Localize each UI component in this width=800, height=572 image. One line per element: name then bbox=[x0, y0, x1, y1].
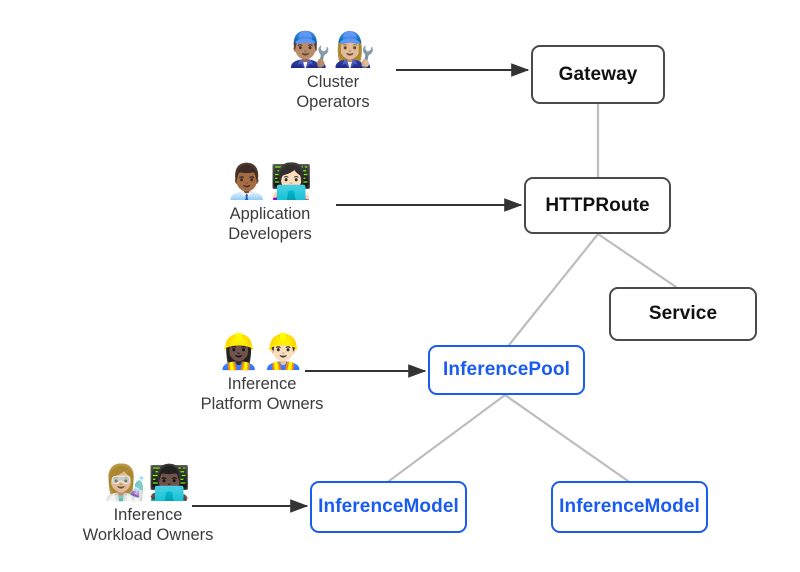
mechanic-pair-emoji: 👨🏽‍🔧👩🏼‍🔧 bbox=[288, 30, 378, 70]
node-label: HTTPRoute bbox=[545, 194, 650, 216]
persona-inference-workload-owners: 👩🏼‍🔬👨🏿‍💻Inference Workload Owners bbox=[62, 463, 234, 545]
node-label: Gateway bbox=[558, 63, 638, 85]
construction-worker-pair-emoji: 👷🏿‍♀️👷🏻‍♂️ bbox=[217, 332, 307, 372]
node-label: Service bbox=[648, 303, 718, 324]
edge-inferencepool-to-inferencemodel-left bbox=[387, 393, 507, 483]
persona-label: Application Developers bbox=[228, 205, 312, 243]
node-inferencemodel-right[interactable]: InferenceModel bbox=[551, 481, 708, 533]
edge-httproute-to-service bbox=[596, 232, 678, 289]
edge-httproute-to-inferencepool bbox=[507, 232, 600, 347]
persona-cluster-operators: 👨🏽‍🔧👩🏼‍🔧Cluster Operators bbox=[259, 30, 407, 112]
edge-inferencepool-to-inferencemodel-right bbox=[503, 393, 630, 483]
node-httproute[interactable]: HTTPRoute bbox=[524, 177, 671, 234]
persona-label: Cluster Operators bbox=[296, 73, 370, 111]
node-label: InferencePool bbox=[443, 359, 570, 380]
node-label: InferenceModel bbox=[318, 496, 459, 517]
persona-inference-platform-owners: 👷🏿‍♀️👷🏻‍♂️Inference Platform Owners bbox=[178, 332, 346, 414]
persona-label: Inference Workload Owners bbox=[82, 506, 214, 544]
node-label: InferenceModel bbox=[559, 496, 700, 517]
node-gateway[interactable]: Gateway bbox=[531, 45, 665, 104]
node-service[interactable]: Service bbox=[609, 287, 757, 341]
node-inferencepool[interactable]: InferencePool bbox=[428, 345, 585, 395]
scientist-technologist-pair-emoji: 👩🏼‍🔬👨🏿‍💻 bbox=[103, 463, 193, 503]
office-worker-technologist-pair-emoji: 👨🏾‍💼👩🏻‍💻 bbox=[225, 162, 315, 202]
persona-arrows bbox=[192, 63, 530, 513]
persona-label: Inference Platform Owners bbox=[200, 375, 324, 413]
persona-application-developers: 👨🏾‍💼👩🏻‍💻Application Developers bbox=[196, 162, 344, 244]
node-inferencemodel-left[interactable]: InferenceModel bbox=[310, 481, 467, 533]
